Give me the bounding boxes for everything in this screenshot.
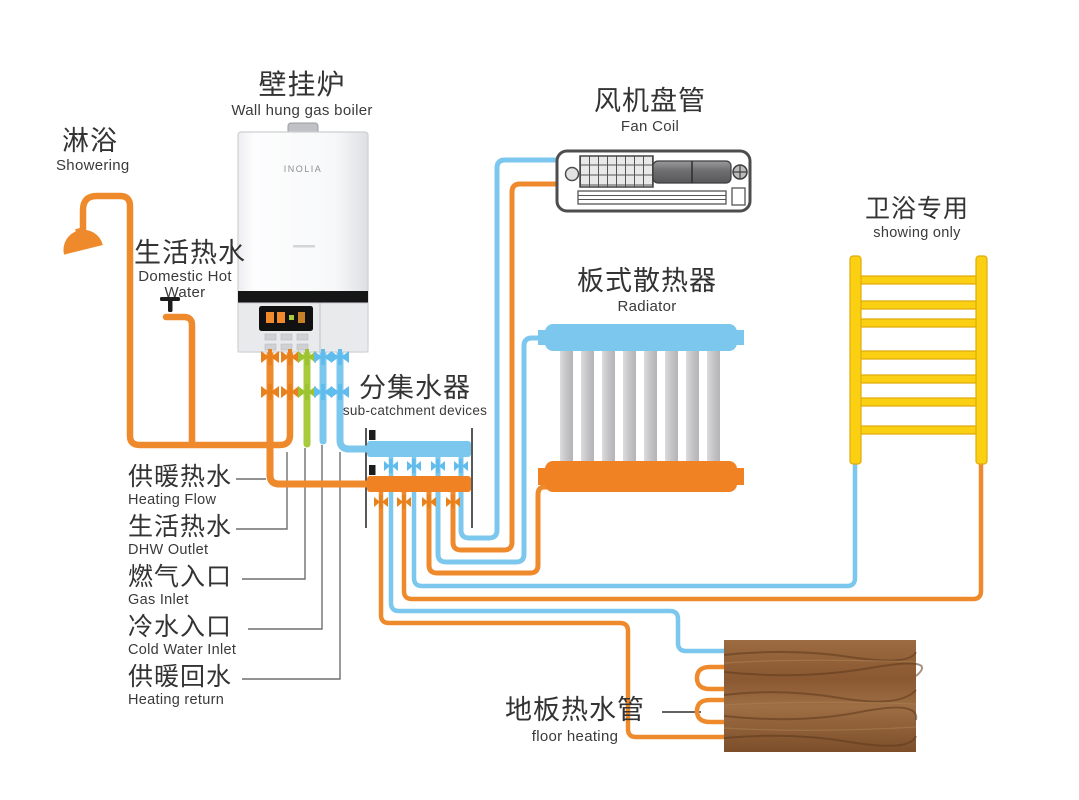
cold-return-pipes <box>319 157 858 654</box>
radiator <box>538 324 744 492</box>
connection-label-heating-flow-en: Heating Flow <box>128 492 217 508</box>
connection-label-dhw-outlet-en: DHW Outlet <box>128 542 209 558</box>
manifold-label-zh: 分集水器 <box>359 373 471 403</box>
manifold <box>367 430 471 509</box>
boiler-brand: INOLIA <box>284 164 323 174</box>
boiler-buttons <box>264 333 309 351</box>
manifold-cold-valves <box>384 459 468 473</box>
towel-warmer <box>849 255 988 465</box>
connection-label-heating-return-en: Heating return <box>128 692 225 708</box>
boiler: INOLIA <box>237 122 369 353</box>
shower-label-zh: 淋浴 <box>62 126 118 156</box>
boiler-valves <box>261 349 349 400</box>
towel-label-en: showing only <box>873 225 961 241</box>
manifold-hot-valves <box>374 495 460 509</box>
connection-label-cold-water-zh: 冷水入口 <box>128 613 233 641</box>
radiator-label-en: Radiator <box>617 298 677 315</box>
connection-label-dhw-outlet-zh: 生活热水 <box>128 513 233 541</box>
hot-pipes <box>79 181 984 740</box>
connection-label-gas-inlet-zh: 燃气入口 <box>128 563 233 591</box>
manifold-brackets <box>365 428 473 528</box>
towel-label-zh: 卫浴专用 <box>864 195 969 223</box>
floor-heating-label-zh: 地板热水管 <box>505 695 645 725</box>
floor-heating-panel <box>723 640 923 752</box>
fan-coil <box>555 149 752 213</box>
fan-coil-label-zh: 风机盘管 <box>594 86 706 116</box>
dhw-label-zh: 生活热水 <box>134 238 246 268</box>
tap-icon <box>160 297 180 312</box>
boiler-display <box>259 306 313 331</box>
radiator-fins <box>560 344 720 470</box>
label-leader-lines <box>236 445 701 713</box>
connection-label-gas-inlet-en: Gas Inlet <box>128 592 189 608</box>
shower-label-en: Showering <box>56 157 130 174</box>
boiler-label-en: Wall hung gas boiler <box>231 102 373 119</box>
connection-label-cold-water-en: Cold Water Inlet <box>128 642 237 658</box>
manifold-label-en: sub-catchment devices <box>342 403 488 418</box>
floor-heating-label-en: floor heating <box>531 728 619 745</box>
connection-label-heating-flow-zh: 供暖热水 <box>128 463 233 491</box>
fan-coil-label-en: Fan Coil <box>620 118 680 135</box>
shower-head-icon <box>63 227 103 255</box>
boiler-label-zh: 壁挂炉 <box>258 69 346 100</box>
connection-label-heating-return-zh: 供暖回水 <box>128 663 233 691</box>
radiator-label-zh: 板式散热器 <box>577 266 717 296</box>
